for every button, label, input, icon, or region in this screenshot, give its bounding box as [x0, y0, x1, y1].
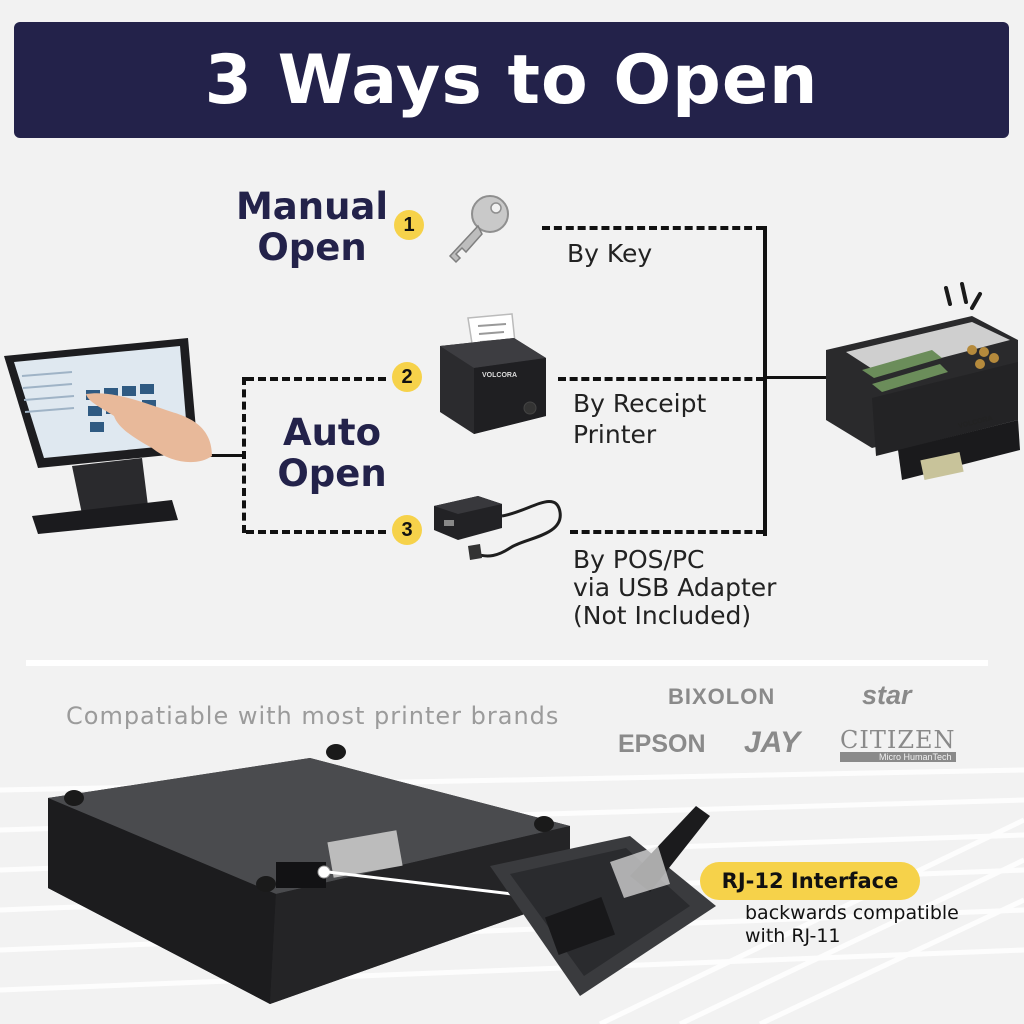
- bixolon-logo: BIXOLON: [668, 684, 776, 709]
- connector-left-vertical: [242, 377, 246, 533]
- citizen-logo: CITIZEN Micro HumanTech: [840, 726, 956, 762]
- usb-adapter-icon: [434, 496, 562, 560]
- jay-logo: JAY: [744, 726, 801, 759]
- star-logo: star: [862, 680, 912, 710]
- open-cash-drawer-image: [826, 282, 1020, 480]
- method-2-label: By Receipt Printer: [573, 389, 707, 449]
- connector-key-line: [542, 226, 764, 230]
- printer-brand-label: VOLCORA: [482, 372, 517, 379]
- rj12-port-closeup-image: [490, 806, 716, 996]
- connector-printer-line-right: [558, 377, 764, 381]
- receipt-printer-icon: [440, 313, 546, 434]
- title-banner: 3 Ways to Open: [14, 22, 1009, 138]
- connector-printer-line-left: [246, 377, 386, 381]
- connector-to-drawer: [766, 376, 826, 379]
- compatibility-text: Compatiable with most printer brands: [66, 702, 560, 730]
- port-leader-line: [317, 865, 513, 896]
- key-icon: [448, 195, 509, 264]
- rj12-compatibility-note: backwards compatible with RJ-11: [745, 902, 959, 947]
- connector-from-terminal: [208, 454, 244, 457]
- connector-usb-line-left: [246, 530, 386, 534]
- connector-usb-line-right: [570, 530, 764, 534]
- method-3-label: By POS/PC via USB Adapter (Not Included): [573, 545, 777, 630]
- step-badge-1: 1: [394, 210, 424, 240]
- auto-open-heading: Auto Open: [277, 411, 387, 495]
- page-title: 3 Ways to Open: [204, 40, 819, 120]
- connector-right-vertical: [763, 226, 767, 536]
- step-badge-3: 3: [392, 515, 422, 545]
- method-1-label: By Key: [567, 239, 653, 268]
- epson-logo: EPSON: [618, 730, 706, 758]
- section-divider: [26, 660, 988, 666]
- rj12-interface-label: RJ-12 Interface: [700, 862, 920, 900]
- pos-terminal-image: [4, 338, 212, 534]
- step-badge-2: 2: [392, 362, 422, 392]
- manual-open-heading: Manual Open: [235, 185, 389, 269]
